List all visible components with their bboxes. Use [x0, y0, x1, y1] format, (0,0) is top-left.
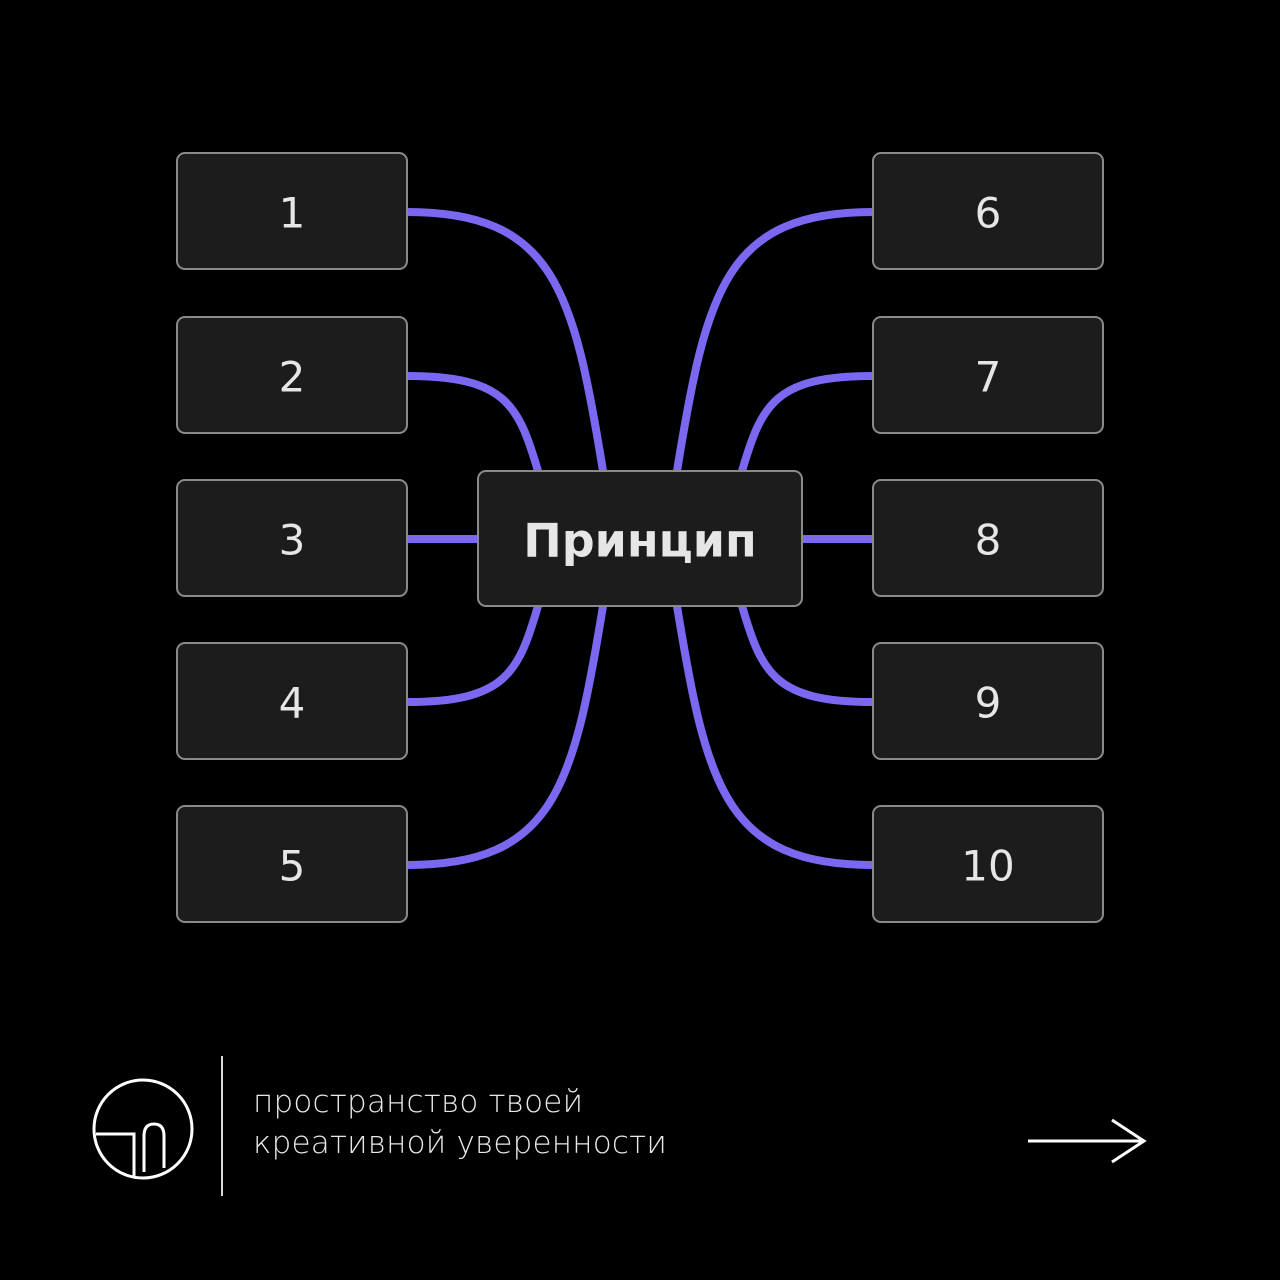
- node-9-box: [872, 642, 1104, 760]
- node-7-box: [872, 316, 1104, 434]
- tagline-line-1: пространство твоей: [253, 1084, 584, 1120]
- node-4-label: 4: [279, 679, 306, 728]
- node-4-box: [176, 642, 408, 760]
- circle-h-logo-icon: [92, 1078, 194, 1180]
- node-5-box: [176, 805, 408, 923]
- connector-left-2: [406, 372, 542, 473]
- node-6: 6: [872, 152, 1104, 270]
- node-7-label: 7: [975, 353, 1002, 402]
- arrow-right-icon[interactable]: [1026, 1116, 1150, 1166]
- node-8: 8: [872, 479, 1104, 597]
- connector-left-1: [406, 208, 607, 472]
- node-1: 1: [176, 152, 408, 270]
- node-8-box: [872, 479, 1104, 597]
- connector-left-5: [406, 605, 607, 869]
- node-5-label: 5: [279, 842, 306, 891]
- connector-right-9: [738, 604, 874, 706]
- tagline: пространство твоей креативной уверенност…: [253, 1082, 667, 1164]
- connectors: [406, 208, 874, 869]
- node-6-label: 6: [975, 189, 1002, 238]
- node-7: 7: [872, 316, 1104, 434]
- node-1-label: 1: [279, 189, 306, 238]
- node-2-label: 2: [279, 353, 306, 402]
- node-9-label: 9: [975, 679, 1002, 728]
- center-node: Принцип: [477, 470, 803, 607]
- node-10-box: [872, 805, 1104, 923]
- node-2-box: [176, 316, 408, 434]
- nodes: 1 2 3 4 5 6 7 8 9 10 Принцип: [176, 152, 1104, 923]
- node-3-label: 3: [279, 516, 306, 565]
- connector-right-6: [673, 208, 874, 472]
- node-2: 2: [176, 316, 408, 434]
- node-10-label: 10: [961, 842, 1014, 891]
- node-5: 5: [176, 805, 408, 923]
- tagline-line-2: креативной уверенности: [253, 1125, 667, 1161]
- node-9: 9: [872, 642, 1104, 760]
- connector-left-4: [406, 604, 542, 706]
- footer: пространство твоей креативной уверенност…: [0, 1040, 1280, 1210]
- node-8-label: 8: [975, 516, 1002, 565]
- connector-right-7: [738, 372, 874, 473]
- node-3-box: [176, 479, 408, 597]
- node-10: 10: [872, 805, 1104, 923]
- center-node-box: [477, 470, 803, 607]
- footer-divider: [221, 1056, 223, 1196]
- connector-right-10: [673, 605, 874, 869]
- mind-map-diagram: 1 2 3 4 5 6 7 8 9 10 Принцип: [176, 152, 1104, 923]
- node-3: 3: [176, 479, 408, 597]
- node-4: 4: [176, 642, 408, 760]
- node-1-box: [176, 152, 408, 270]
- center-node-label: Принцип: [523, 514, 757, 568]
- node-6-box: [872, 152, 1104, 270]
